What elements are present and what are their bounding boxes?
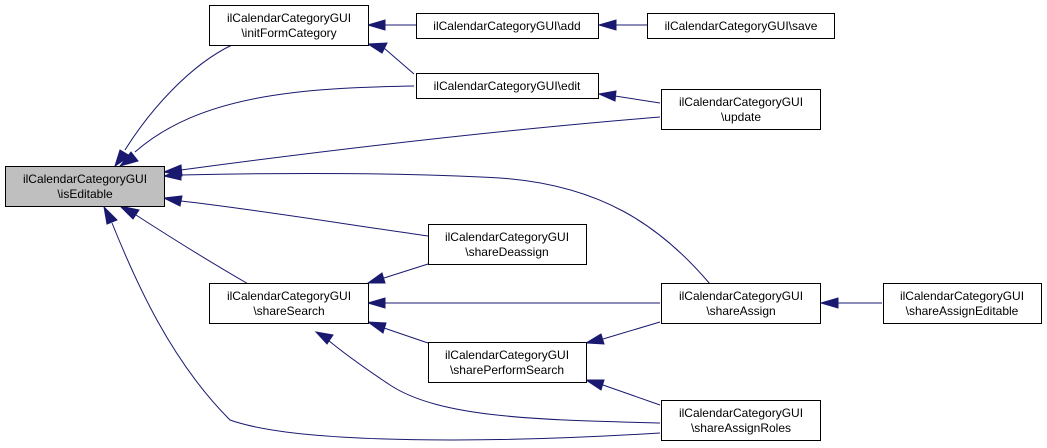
edge-sharedeassign-to-sharesearch [366,263,429,284]
node-shareperformsearch[interactable]: ilCalendarCategoryGUI \sharePerformSearc… [428,342,587,383]
node-label-line2: \update [721,110,761,124]
node-box [416,73,599,99]
edge-shareassigneditable-to-shareassign [819,297,882,309]
node-update[interactable]: ilCalendarCategoryGUI \update [661,89,821,130]
edge-shareassign-to-shareperformsearch [584,321,661,345]
node-box [5,166,165,207]
node-label-line1: ilCalendarCategoryGUI [679,406,803,420]
edge-edit-to-iseditable [118,85,415,167]
node-label-line1: ilCalendarCategoryGUI [445,230,569,244]
node-box [883,283,1042,324]
node-label-line1: ilCalendarCategoryGUI\save [665,19,818,33]
node-label-line1: ilCalendarCategoryGUI [900,289,1024,303]
node-edit[interactable]: ilCalendarCategoryGUI\edit [416,73,599,99]
node-label-line1: ilCalendarCategoryGUI\edit [434,79,581,93]
edge-update-to-edit [597,90,661,104]
node-shareassign[interactable]: ilCalendarCategoryGUI \shareAssign [661,283,821,324]
node-label-line2: \initFormCategory [241,26,336,40]
edge-shareassign-to-sharesearch [366,297,660,309]
node-box [209,5,369,46]
node-shareassigneditable[interactable]: ilCalendarCategoryGUI \shareAssignEditab… [883,283,1042,324]
edge-shareassignroles-to-iseditable [103,205,661,441]
node-label-line1: ilCalendarCategoryGUI [227,289,351,303]
node-label-line2: \shareSearch [253,304,324,318]
node-sharesearch[interactable]: ilCalendarCategoryGUI \shareSearch [209,283,369,324]
edge-sharedeassign-to-iseditable [162,195,429,237]
node-label-line2: \shareAssign [706,304,775,318]
edge-sharesearch-to-iseditable [118,205,251,286]
node-label-line1: ilCalendarCategoryGUI [445,348,569,362]
node-shareassignroles[interactable]: ilCalendarCategoryGUI \shareAssignRoles [661,400,821,441]
node-box [416,13,599,39]
edge-edit-to-initformcategory [366,42,415,75]
node-label-line2: \sharePerformSearch [450,363,564,377]
node-box [647,13,835,39]
node-box [428,342,587,383]
node-label-line1: ilCalendarCategoryGUI [679,289,803,303]
node-box [209,283,369,324]
edge-shareassignroles-to-sharesearch [314,331,661,424]
node-label-line2: \isEditable [57,187,113,201]
node-label-line1: ilCalendarCategoryGUI\add [433,19,580,33]
node-box [661,283,821,324]
edge-initformcategory-to-iseditable [114,44,233,168]
edge-shareassign-to-iseditable [162,169,711,285]
edge-save-to-add [597,19,647,31]
edge-update-to-iseditable [162,116,661,177]
node-save[interactable]: ilCalendarCategoryGUI\save [647,13,835,39]
edge-shareperformsearch-to-sharesearch [366,321,429,344]
edge-add-to-initformcategory [366,19,416,31]
node-label-line1: ilCalendarCategoryGUI [227,11,351,25]
node-box [661,89,821,130]
node-add[interactable]: ilCalendarCategoryGUI\add [416,13,599,39]
node-label-line2: \shareAssignRoles [691,421,791,435]
node-sharedeassign[interactable]: ilCalendarCategoryGUI \shareDeassign [428,224,587,265]
node-label-line2: \shareAssignEditable [906,304,1019,318]
node-label-line2: \shareDeassign [465,245,548,259]
edge-shareassignroles-to-shareperformsearch [584,379,661,406]
node-label-line1: ilCalendarCategoryGUI [23,172,147,186]
node-initformcategory[interactable]: ilCalendarCategoryGUI \initFormCategory [209,5,369,46]
node-iseditable[interactable]: ilCalendarCategoryGUI \isEditable [5,166,165,207]
node-box [428,224,587,265]
node-box [661,400,821,441]
node-label-line1: ilCalendarCategoryGUI [679,95,803,109]
